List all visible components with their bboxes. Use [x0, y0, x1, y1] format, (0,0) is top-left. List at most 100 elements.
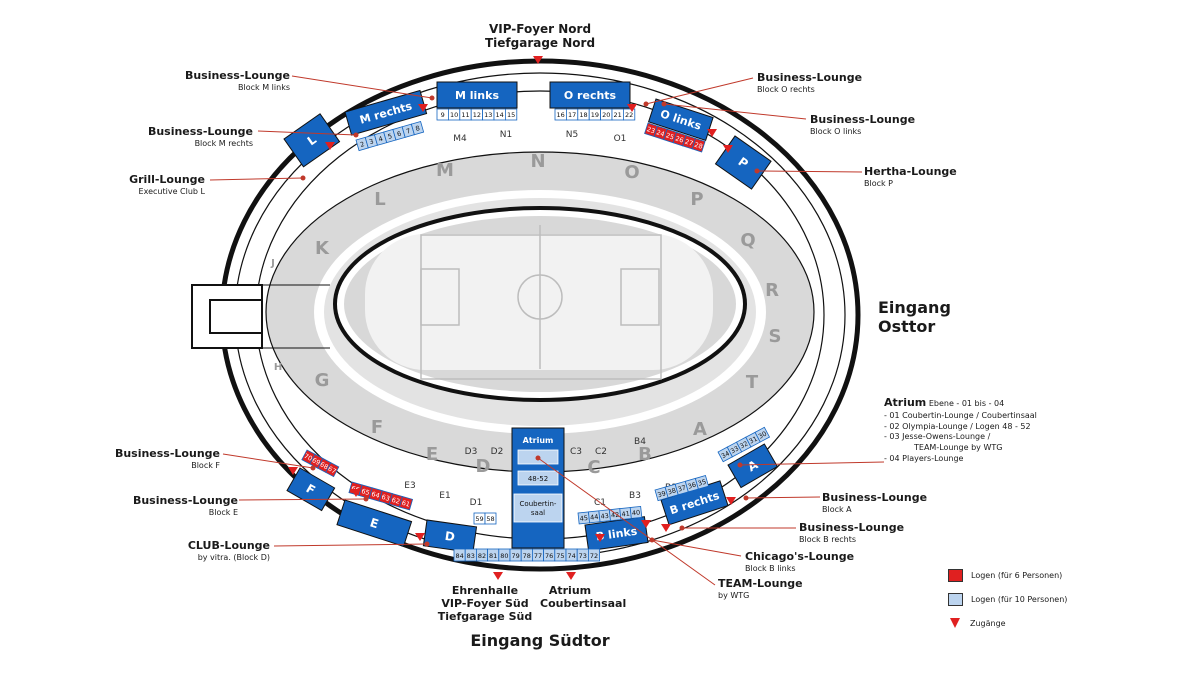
loge-number: 40 [632, 509, 641, 518]
svg-text:Atrium: Atrium [523, 436, 554, 445]
loge-number: 28 [693, 141, 703, 151]
sub-block-label: B4 [634, 437, 646, 447]
loge-box [691, 137, 706, 153]
block-m-links[interactable]: M links [436, 81, 518, 109]
callout-line [291, 75, 433, 99]
entrance-triangle-icon[interactable] [627, 104, 637, 112]
entrance-triangle-icon[interactable] [533, 56, 543, 64]
loge-box [694, 475, 709, 490]
entrance-triangle-icon[interactable] [595, 534, 605, 542]
stand-letter-e: E [426, 444, 438, 465]
loge-number: 63 [381, 493, 391, 503]
loge-number: 42 [611, 511, 620, 520]
loge-number: 13 [484, 111, 492, 119]
loge-number: 17 [568, 111, 576, 119]
loge-box [325, 462, 340, 478]
callout-dot [300, 175, 306, 181]
block-l[interactable]: L [283, 113, 341, 168]
loge-number: 58 [486, 515, 494, 523]
block-a[interactable]: A [727, 443, 779, 489]
stand-letter-a: A [693, 419, 707, 440]
block-o-rechts[interactable]: O rechts [549, 81, 631, 109]
block-d[interactable]: D [422, 519, 478, 554]
coubertinsaal-label: Coubertinsaal [540, 597, 627, 610]
loge-number: 74 [567, 552, 575, 560]
svg-text:D: D [444, 529, 456, 544]
loge-number: 77 [534, 552, 542, 560]
entrance-triangle-icon[interactable] [661, 524, 671, 532]
sub-block-label: C2 [595, 447, 607, 457]
loge-number: 2 [359, 140, 365, 149]
west-marathon-gate [191, 284, 330, 349]
entrance-triangle-icon[interactable] [641, 520, 651, 528]
callout-line [651, 539, 742, 557]
sub-block-label: O1 [614, 134, 627, 144]
sub-block-label: B3 [629, 491, 641, 501]
entrance-triangle-icon[interactable] [415, 533, 425, 541]
entrance-triangle-icon[interactable] [325, 142, 335, 150]
loge-number: 10 [450, 111, 458, 119]
loge-box [629, 505, 643, 519]
callout-dot [754, 168, 760, 174]
callout-dot [743, 495, 749, 501]
callout-dot [429, 95, 435, 101]
e-loge-row: 666564636261 [348, 481, 414, 511]
stand-letter-r: R [765, 280, 779, 301]
loge-number: 62 [391, 496, 401, 506]
callout-line [663, 103, 807, 120]
sub-block-label: E3 [404, 481, 415, 491]
stand-letter-h: H [274, 362, 282, 373]
entrance-triangle-icon[interactable] [723, 145, 733, 153]
loge-number: 35 [697, 478, 707, 488]
stand-letter-l: L [374, 189, 385, 210]
loge-number: 59 [475, 515, 483, 523]
entrance-triangle-icon[interactable] [418, 104, 428, 112]
loge-box [410, 120, 425, 136]
loge-number: 76 [545, 552, 553, 560]
loge-number: 23 [646, 125, 656, 135]
entrance-triangle-icon[interactable] [566, 572, 576, 580]
callout-dot [535, 455, 541, 461]
loge-number: 19 [591, 111, 599, 119]
legend-zugaenge: Zugänge [948, 617, 1006, 629]
block-o-links[interactable]: O links [647, 98, 714, 141]
loge-number: 22 [625, 111, 633, 119]
svg-text:O rechts: O rechts [564, 89, 617, 102]
entrance-triangle-icon[interactable] [707, 129, 717, 137]
svg-text:Coubertin-: Coubertin- [520, 500, 557, 508]
entrance-triangle-icon[interactable] [351, 489, 361, 497]
block-e[interactable]: E [336, 499, 413, 547]
entrance-triangle-icon[interactable] [288, 467, 298, 475]
sub-block-label: D1 [470, 498, 483, 508]
atrium-info-line: - 03 Jesse-Owens-Lounge / [884, 432, 991, 442]
loge-number: 5 [387, 132, 393, 141]
south-right-labels: Atrium Coubertinsaal [540, 584, 627, 610]
loge-number: 31 [748, 435, 759, 446]
sub-block-label: D3 [465, 447, 478, 457]
loge-number: 68 [319, 460, 330, 471]
callout-line [238, 498, 367, 501]
loge-number: 44 [590, 513, 599, 522]
entrance-triangle-icon[interactable] [493, 572, 503, 580]
loge-number: 9 [441, 111, 445, 119]
loge-number: 6 [396, 129, 402, 138]
entrance-triangle-icon[interactable] [726, 497, 736, 505]
loge-number: 41 [621, 510, 630, 519]
stand-letter-d: D [476, 456, 491, 477]
svg-text:M links: M links [455, 89, 499, 102]
loge-box [587, 548, 600, 562]
north-entry-label: VIP-Foyer Nord Tiefgarage Nord [470, 22, 610, 50]
atrium-info: Atrium Ebene - 01 bis - 04 - 01 Couberti… [884, 396, 1037, 465]
loge-number: 64 [370, 490, 380, 500]
callout-line [756, 170, 863, 173]
sub-block-label: D2 [491, 447, 504, 457]
